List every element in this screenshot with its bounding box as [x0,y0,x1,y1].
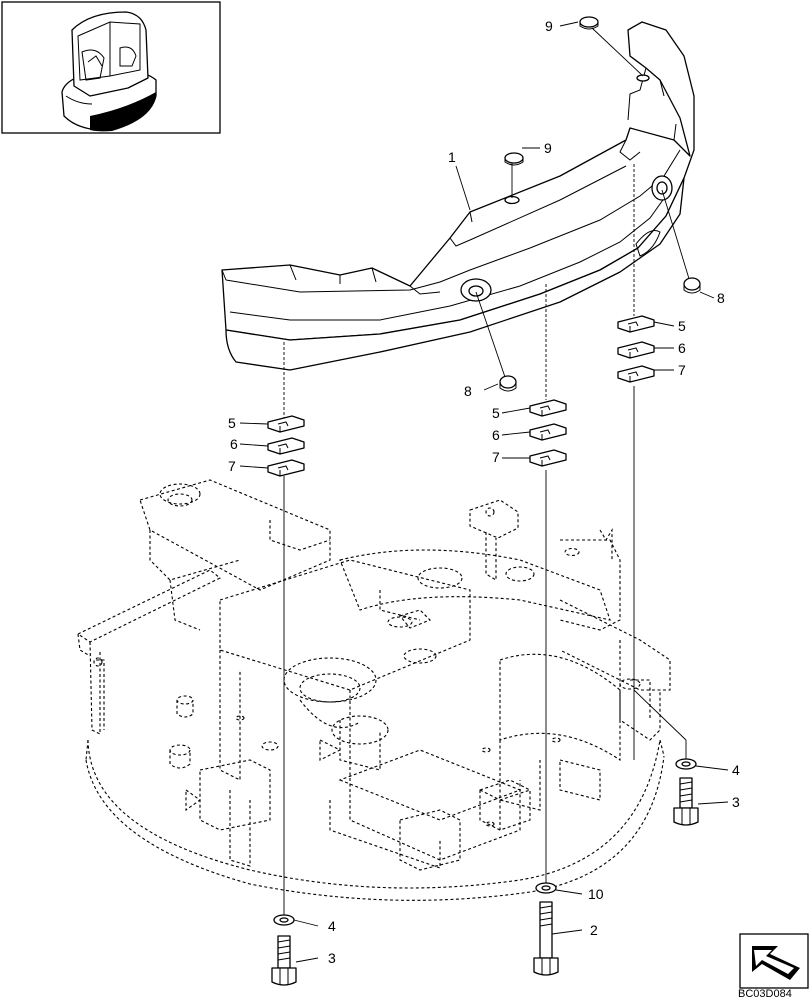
next-page-arrow-icon[interactable] [739,933,809,989]
callout-2: 2 [590,922,598,938]
callout-1: 1 [448,149,456,165]
callout-labels: 1 2 3 3 4 4 5 5 5 6 6 6 7 7 7 8 8 9 9 10 [228,18,740,966]
callout-4: 4 [732,762,740,778]
callout-7: 7 [492,449,500,465]
callout-leaders [239,21,729,963]
upper-frame-outline [76,479,671,901]
callout-5: 5 [492,405,500,421]
drawing-code: BC03D084 [738,988,792,1000]
callout-10: 10 [588,886,604,902]
callout-7: 7 [228,458,236,474]
callout-8: 8 [464,383,472,399]
callout-3: 3 [732,794,740,810]
callout-7: 7 [678,362,686,378]
callout-4: 4 [328,918,336,934]
callout-9: 9 [544,140,552,156]
callout-6: 6 [492,427,500,443]
callout-6: 6 [230,436,238,452]
counterweight [221,21,695,371]
shim-stack-center [529,284,567,976]
callout-5: 5 [228,415,236,431]
callout-5: 5 [678,318,686,334]
plugs-and-caps [475,16,701,392]
callout-8: 8 [717,290,725,306]
callout-3: 3 [328,950,336,966]
shim-stack-right [617,164,699,826]
shim-stack-left [267,342,305,986]
callout-6: 6 [678,340,686,356]
callout-9: 9 [545,18,553,34]
machine-location-thumbnail-icon [1,1,221,134]
